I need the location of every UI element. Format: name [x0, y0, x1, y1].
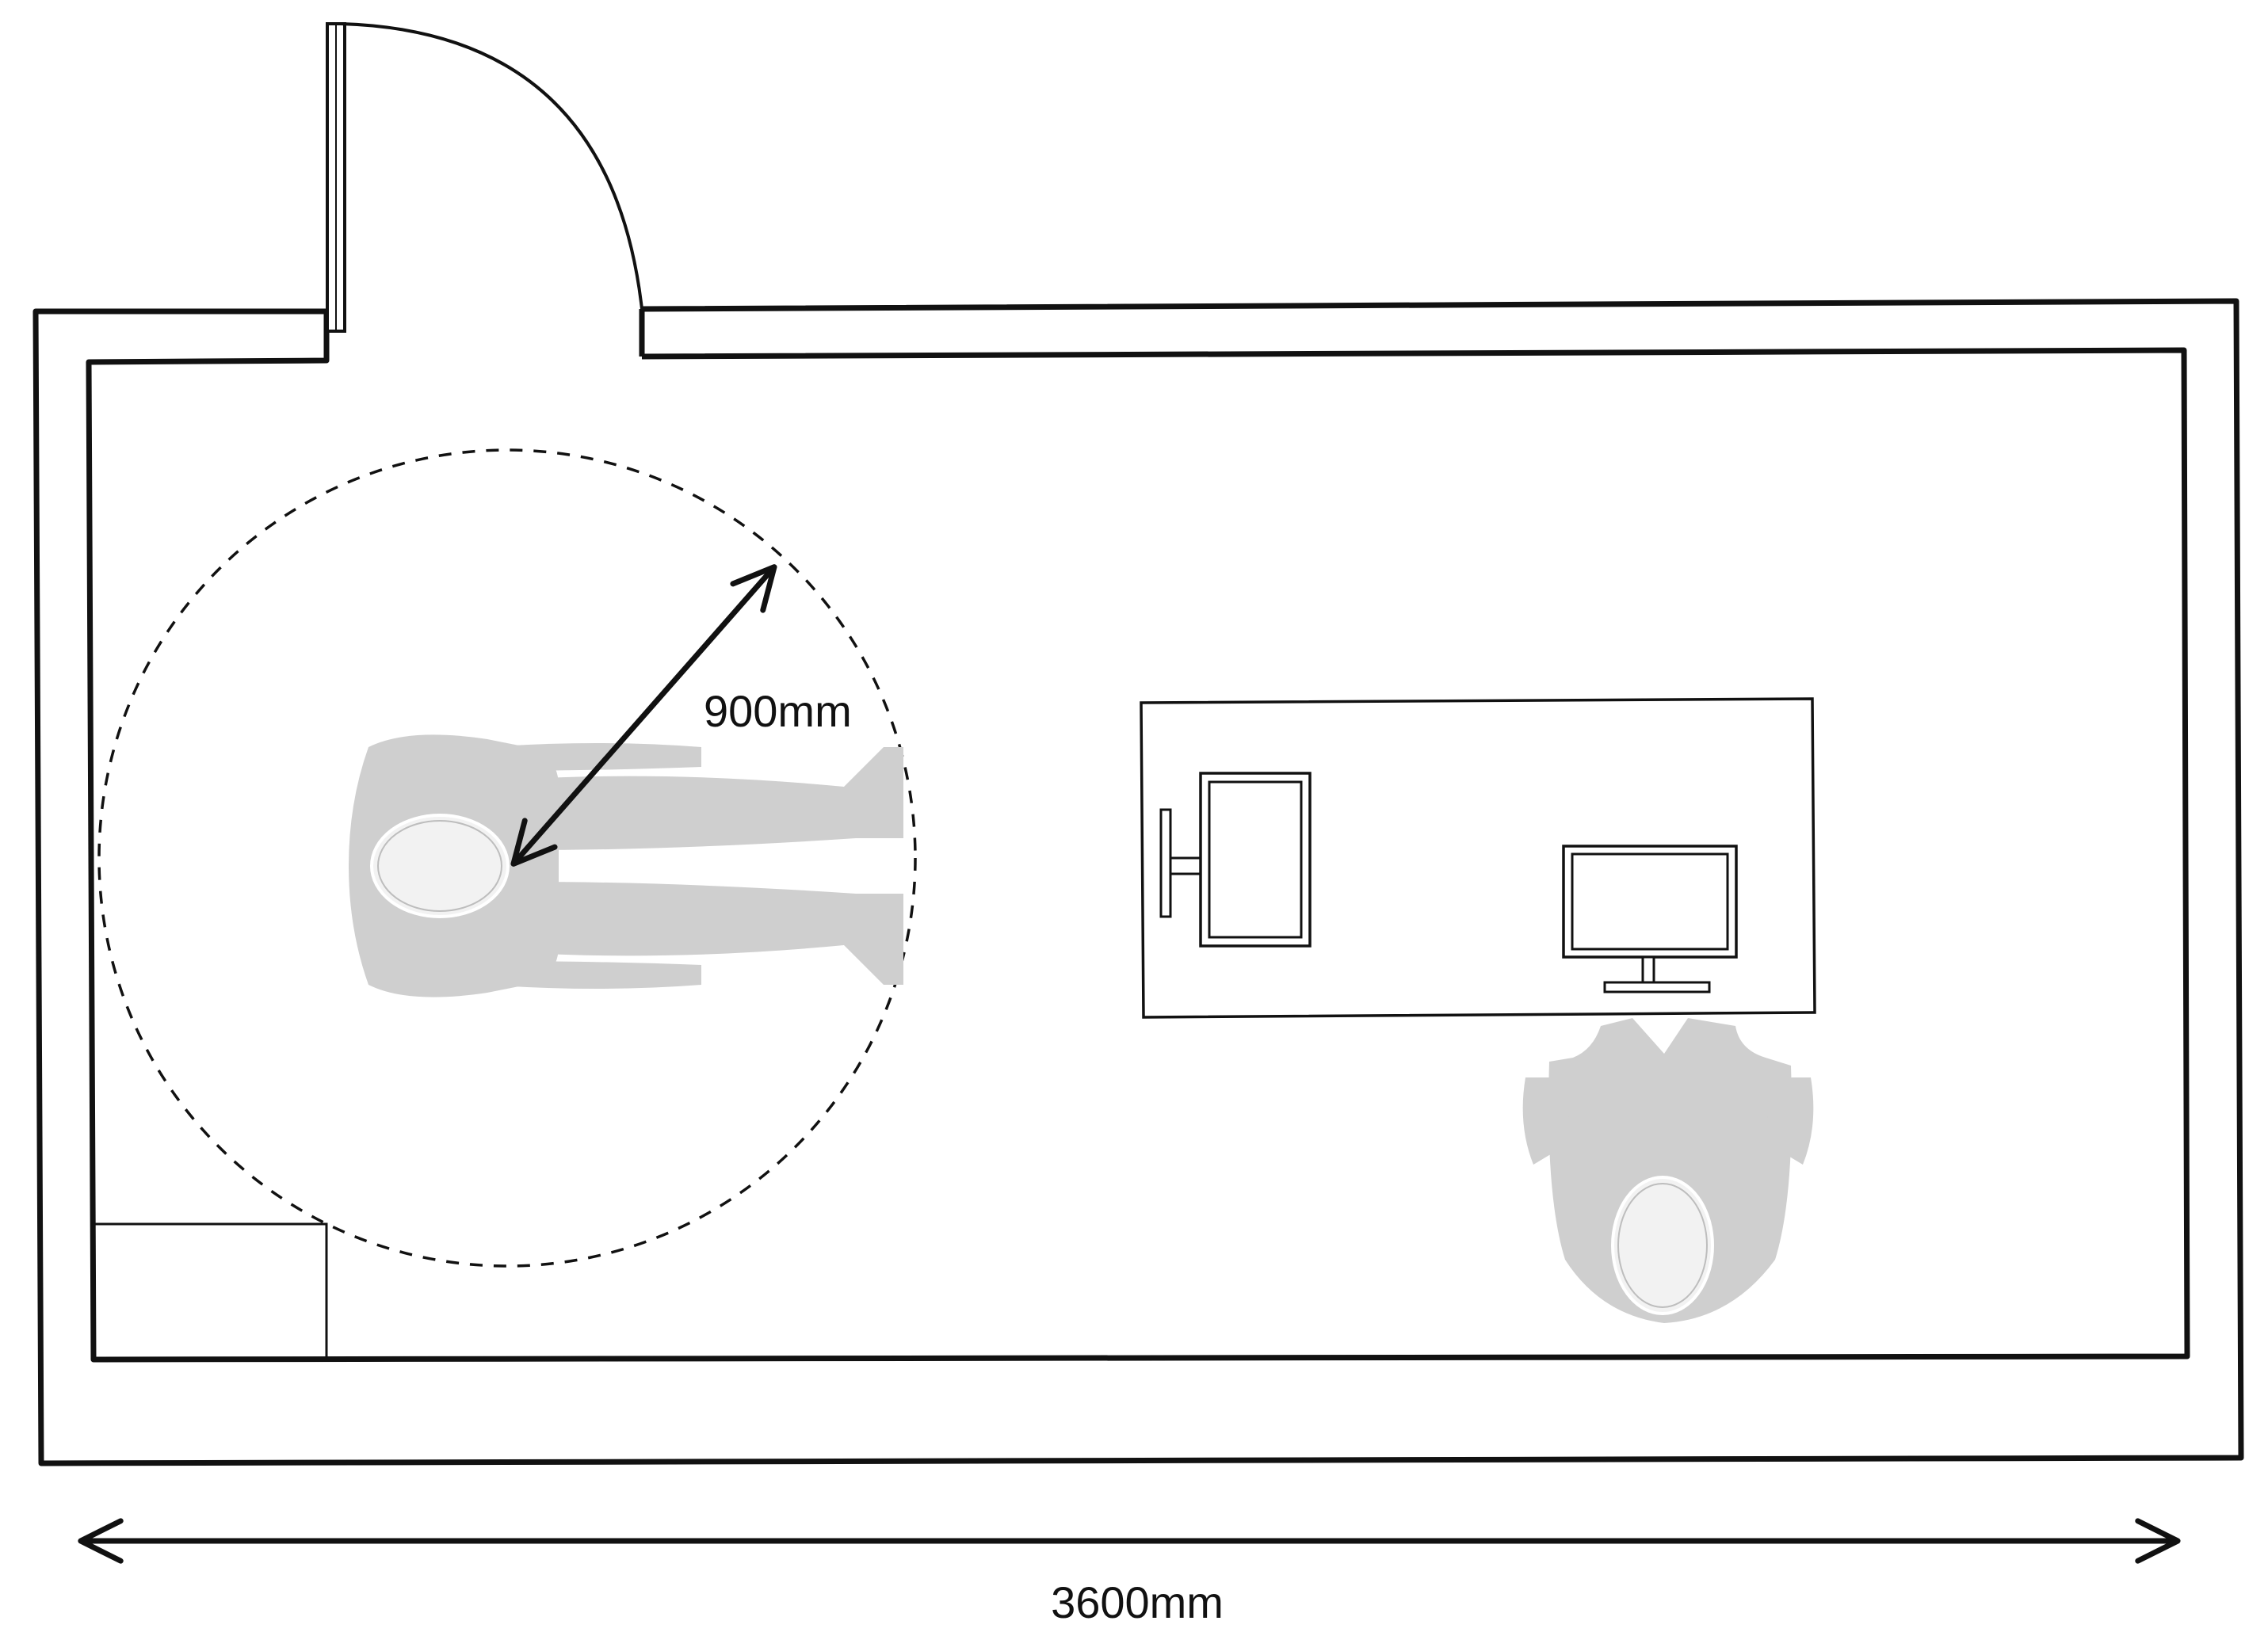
person-top-view-icon — [1522, 1018, 1814, 1323]
door-swing-icon — [326, 22, 643, 333]
monitor-icon — [1562, 845, 1738, 993]
corner-cabinet — [94, 1222, 328, 1360]
radius-dimension-arrow — [510, 564, 777, 867]
monitor-icon — [1159, 772, 1312, 948]
outer-wall — [32, 298, 2244, 1466]
turning-circle — [97, 448, 917, 1268]
radius-dimension-label: 900mm — [704, 686, 852, 736]
width-dimension-label: 3600mm — [1051, 1577, 1224, 1627]
person-top-view-icon — [347, 733, 905, 999]
